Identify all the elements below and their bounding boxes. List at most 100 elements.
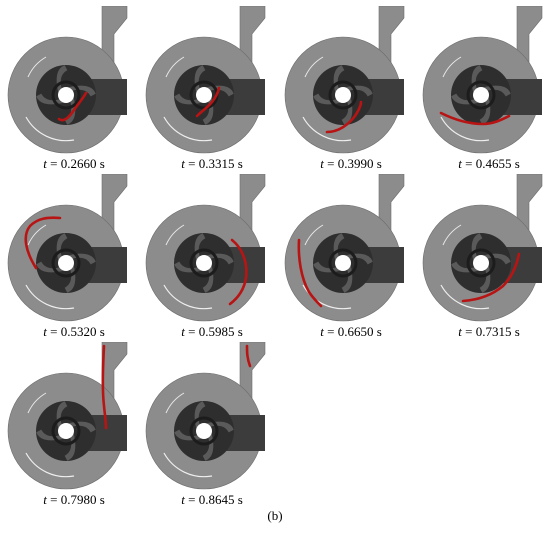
impeller-blade bbox=[68, 421, 96, 433]
volute-inner-arc bbox=[304, 56, 324, 78]
impeller-blade bbox=[56, 65, 68, 93]
equals-sign: = bbox=[323, 156, 338, 171]
frame-caption: t = 0.5985 s bbox=[144, 324, 280, 340]
pump-frame: t = 0.5320 s bbox=[6, 174, 142, 344]
impeller-blade bbox=[333, 65, 345, 93]
frame-caption: t = 0.4655 s bbox=[421, 156, 550, 172]
impeller-blade bbox=[341, 97, 353, 125]
time-unit: s bbox=[237, 156, 243, 171]
time-value: 0.4655 bbox=[475, 156, 512, 171]
impeller-eye bbox=[473, 255, 489, 271]
hub-ring bbox=[328, 248, 358, 278]
impeller-blade bbox=[194, 233, 206, 261]
time-unit: s bbox=[237, 324, 243, 339]
impeller-blade bbox=[194, 65, 206, 93]
time-variable: t bbox=[181, 156, 185, 171]
volute-tongue-arc bbox=[302, 284, 352, 310]
pump-geometry bbox=[145, 6, 266, 154]
pump-frame: t = 0.2660 s bbox=[6, 6, 142, 176]
volute-tongue-arc bbox=[440, 284, 490, 310]
hub-ring bbox=[51, 80, 81, 110]
time-variable: t bbox=[458, 324, 462, 339]
time-unit: s bbox=[237, 492, 243, 507]
impeller-blade bbox=[56, 233, 68, 261]
impeller-eye bbox=[335, 87, 351, 103]
impeller-blade bbox=[313, 261, 341, 273]
volute-tongue-arc bbox=[302, 116, 352, 142]
impeller-blade bbox=[345, 253, 373, 265]
impeller-blade bbox=[206, 421, 234, 433]
time-variable: t bbox=[43, 492, 47, 507]
time-unit: s bbox=[99, 156, 105, 171]
impeller-blade bbox=[64, 433, 76, 461]
pump-geometry bbox=[145, 174, 266, 322]
particle-trajectory bbox=[439, 111, 511, 126]
pump-geometry bbox=[422, 174, 543, 322]
pump-geometry bbox=[145, 342, 266, 490]
impeller-blade bbox=[345, 85, 373, 97]
particle-trajectory bbox=[461, 252, 521, 303]
time-value: 0.7315 bbox=[475, 324, 512, 339]
pump-frame: t = 0.7980 s bbox=[6, 342, 142, 512]
pump-frame: t = 0.4655 s bbox=[421, 6, 550, 176]
time-unit: s bbox=[376, 156, 382, 171]
time-variable: t bbox=[43, 156, 47, 171]
volute-inner-arc bbox=[165, 392, 185, 414]
equals-sign: = bbox=[46, 492, 61, 507]
impeller-eye bbox=[335, 255, 351, 271]
volute-inner-arc bbox=[442, 56, 462, 78]
time-variable: t bbox=[181, 324, 185, 339]
hub-ring bbox=[466, 80, 496, 110]
pump-geometry bbox=[7, 6, 128, 154]
volute-tongue-arc bbox=[25, 284, 75, 310]
hub-ring bbox=[51, 248, 81, 278]
particle-trajectory bbox=[101, 344, 108, 430]
impeller-eye bbox=[58, 87, 74, 103]
time-value: 0.3315 bbox=[198, 156, 235, 171]
hub-ring bbox=[51, 416, 81, 446]
pump-geometry bbox=[7, 174, 128, 322]
pump-frame: t = 0.8645 s bbox=[144, 342, 280, 512]
equals-sign: = bbox=[184, 492, 199, 507]
impeller-blade bbox=[479, 265, 491, 293]
equals-sign: = bbox=[323, 324, 338, 339]
hub-ring bbox=[189, 248, 219, 278]
impeller-blade bbox=[36, 261, 64, 273]
time-unit: s bbox=[99, 492, 105, 507]
volute-tongue-arc bbox=[163, 284, 213, 310]
volute-inner-arc bbox=[27, 392, 47, 414]
time-variable: t bbox=[43, 324, 47, 339]
impeller-blade bbox=[471, 233, 483, 261]
volute-inner-arc bbox=[165, 56, 185, 78]
volute-tongue-arc bbox=[163, 116, 213, 142]
particle-trajectory bbox=[57, 91, 88, 122]
particle-trajectory bbox=[24, 216, 62, 270]
hub-ring bbox=[328, 80, 358, 110]
particle-trajectory bbox=[195, 86, 221, 118]
pump-geometry bbox=[422, 6, 543, 154]
time-unit: s bbox=[376, 324, 382, 339]
volute-tongue-arc bbox=[25, 116, 75, 142]
impeller-blade bbox=[174, 93, 202, 105]
impeller-eye bbox=[196, 87, 212, 103]
impeller-blade bbox=[64, 265, 76, 293]
frame-caption: t = 0.3315 s bbox=[144, 156, 280, 172]
frame-caption: t = 0.3990 s bbox=[283, 156, 419, 172]
impeller-eye bbox=[58, 255, 74, 271]
impeller-blade bbox=[68, 85, 96, 97]
time-value: 0.5985 bbox=[198, 324, 235, 339]
impeller-blade bbox=[451, 261, 479, 273]
volute-tongue-arc bbox=[440, 116, 490, 142]
impeller-blade bbox=[313, 93, 341, 105]
time-value: 0.7980 bbox=[60, 492, 97, 507]
impeller-blade bbox=[194, 401, 206, 429]
impeller-blade bbox=[479, 97, 491, 125]
time-unit: s bbox=[514, 324, 520, 339]
volute-inner-arc bbox=[27, 224, 47, 246]
impeller-blade bbox=[202, 433, 214, 461]
volute-inner-arc bbox=[27, 56, 47, 78]
particle-trajectory bbox=[245, 344, 252, 368]
particle-trajectory bbox=[297, 238, 323, 308]
time-variable: t bbox=[320, 324, 324, 339]
volute-inner-arc bbox=[442, 224, 462, 246]
